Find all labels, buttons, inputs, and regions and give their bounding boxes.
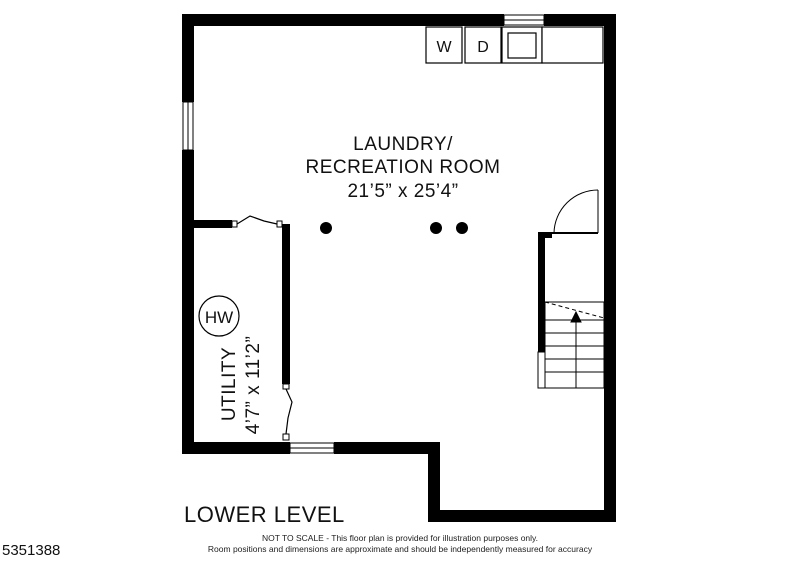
wall-right: [604, 14, 616, 522]
column: [456, 222, 468, 234]
wall-top-right: [544, 14, 616, 26]
bifold-door-top: [236, 215, 278, 225]
disclaimer: NOT TO SCALE - This floor plan is provid…: [0, 533, 800, 555]
walls: [182, 14, 616, 522]
water-heater-symbol: [198, 295, 240, 337]
washer: [425, 26, 463, 64]
level-title: LOWER LEVEL: [184, 502, 345, 527]
wall-stair-left: [538, 232, 545, 352]
utility-room-dimensions: 4’7” x 11’2”: [243, 336, 264, 435]
laundry-room-name-line1: LAUNDRY/: [353, 134, 453, 155]
wall-bottom-main: [334, 442, 440, 454]
laundry-room-name-line2: RECREATION ROOM: [305, 157, 500, 178]
windows: [182, 14, 545, 454]
floor-plan: W D HW LAUNDRY/ RECREATION: [182, 14, 616, 522]
wall-bottom-utility: [182, 442, 290, 454]
wall-left-lower: [182, 150, 194, 454]
wall-utility-top: [194, 220, 232, 228]
wall-top-left: [182, 14, 504, 26]
column: [320, 222, 332, 234]
sink-basin: [507, 32, 537, 59]
wall-bottom-right: [428, 510, 616, 522]
cabinet: [541, 26, 604, 64]
wall-utility-right: [282, 224, 290, 384]
utility-room-name: UTILITY: [219, 347, 240, 421]
stair-arrow-icon: [570, 310, 582, 323]
counter: [425, 26, 604, 64]
stair-outline: [544, 301, 605, 389]
disclaimer-line1: NOT TO SCALE - This floor plan is provid…: [261, 533, 539, 543]
dryer-label: D: [477, 39, 489, 56]
doors: [231, 189, 599, 441]
wall-left-upper: [182, 14, 194, 102]
wall-step: [428, 442, 440, 522]
stairs: [537, 301, 605, 389]
column: [430, 222, 442, 234]
laundry-room-dimensions: 21’5” x 25’4”: [347, 181, 458, 202]
bifold-door-bottom: [285, 388, 293, 435]
disclaimer-line2: Room positions and dimensions are approx…: [207, 544, 593, 554]
listing-id: 5351388: [2, 542, 61, 559]
dryer: [464, 26, 502, 64]
columns: [320, 222, 468, 234]
door-swing-arc: [553, 189, 599, 234]
washer-label: W: [436, 39, 452, 56]
wall-stair-top: [538, 232, 552, 238]
water-heater-label: HW: [205, 308, 233, 327]
